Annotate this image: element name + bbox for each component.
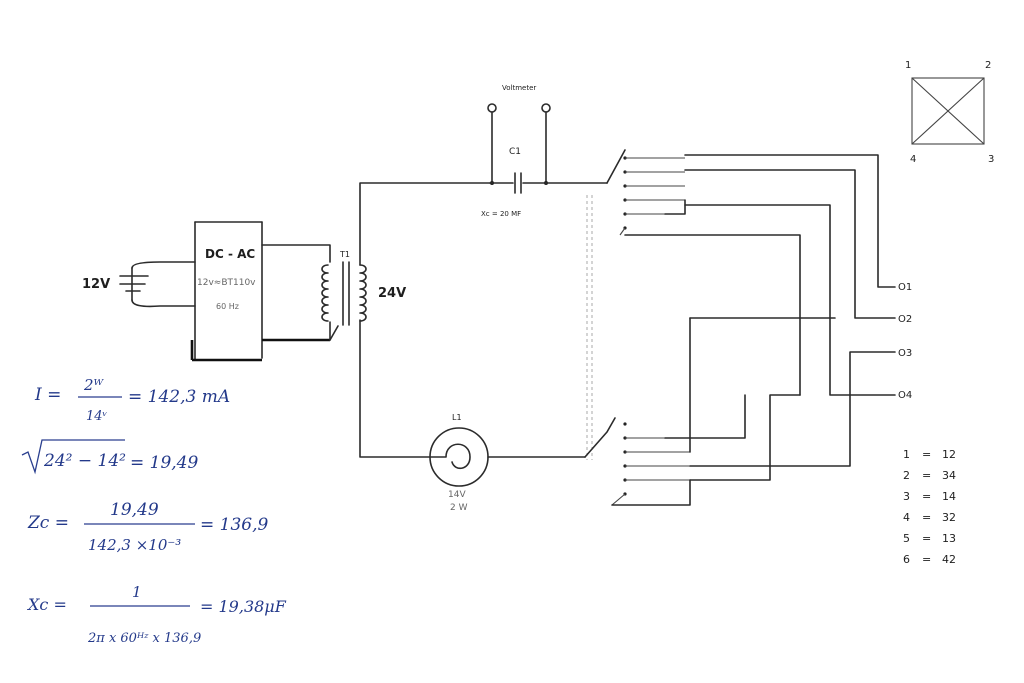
formula-current-den: 14ᵛ <box>86 409 108 424</box>
pair-value: 34 <box>942 469 956 482</box>
transformer-symbol <box>321 261 367 341</box>
pair-index: 3 <box>903 490 910 503</box>
output-terminals: O1 O2 O3 O4 <box>898 282 912 401</box>
pair-value: 32 <box>942 511 956 524</box>
calculations: I = 2ᵂ 14ᵛ = 142,3 mA 24² − 14² = 19,49 … <box>21 376 287 646</box>
pair-equals: = <box>922 490 931 503</box>
formula-sqrt-expr: 24² − 14² <box>43 451 126 471</box>
lamp-label: L1 <box>452 413 462 422</box>
battery-voltage-label: 12V <box>82 277 110 292</box>
secondary-voltage-label: 24V <box>378 286 406 301</box>
transformer-label: T1 <box>339 250 350 259</box>
pair-index: 5 <box>903 532 910 545</box>
pair-equals: = <box>922 511 931 524</box>
inverter-spec-frequency: 60 Hz <box>216 302 239 311</box>
pair-value: 14 <box>942 490 956 503</box>
pair-index: 4 <box>903 511 910 524</box>
formula-xc-rhs: = 19,38μF <box>200 597 287 616</box>
upper-rotary-switch <box>584 149 685 458</box>
formula-xc-lhs: Xc = <box>26 595 67 614</box>
inverter-spec-voltage: 12v≈BT110v <box>197 278 256 288</box>
voltmeter-probes <box>487 103 551 185</box>
voltmeter-label: Voltmeter <box>502 84 536 92</box>
output-o2: O2 <box>898 314 912 325</box>
connector-pin-4: 4 <box>910 154 916 165</box>
routing-wires <box>611 154 896 506</box>
connector-pin-3: 3 <box>988 154 994 165</box>
lower-rotary-switch <box>611 422 690 506</box>
pair-equals: = <box>922 469 931 482</box>
pair-index: 6 <box>903 553 910 566</box>
formula-sqrt-rhs: = 19,49 <box>130 453 198 473</box>
output-o4: O4 <box>898 390 912 401</box>
formula-zc-num: 19,49 <box>110 500 159 520</box>
capacitor-label: C1 <box>509 147 521 157</box>
formula-current-rhs: = 142,3 mA <box>128 387 230 407</box>
pair-equals: = <box>922 532 931 545</box>
formula-current-lhs: I = <box>34 385 61 405</box>
pair-index: 1 <box>903 448 910 461</box>
formula-zc-rhs: = 136,9 <box>200 515 268 535</box>
formula-xc-num: 1 <box>132 583 142 601</box>
lamp-symbol <box>429 427 586 487</box>
pair-value: 42 <box>942 553 956 566</box>
pair-value: 12 <box>942 448 956 461</box>
capacitor-symbol <box>489 172 608 194</box>
formula-zc-den: 142,3 ×10⁻³ <box>88 536 181 554</box>
connector-pin-1: 1 <box>905 60 911 71</box>
pair-equals: = <box>922 553 931 566</box>
output-o1: O1 <box>898 282 912 293</box>
pair-value: 13 <box>942 532 956 545</box>
pair-equals: = <box>922 448 931 461</box>
connector-pin-diagram <box>911 77 985 145</box>
formula-zc-lhs: Zc = <box>27 513 69 533</box>
inverter-title: DC - AC <box>205 247 255 261</box>
connector-pin-2: 2 <box>985 60 991 71</box>
pair-index: 2 <box>903 469 910 482</box>
inverter-box <box>190 221 330 362</box>
capacitor-value: Xc = 20 MF <box>481 210 521 218</box>
formula-xc-den: 2π x 60ᴴᶻ x 136,9 <box>87 631 201 646</box>
formula-current-num: 2ᵂ <box>83 376 105 394</box>
lamp-voltage: 14V <box>448 490 466 500</box>
output-o3: O3 <box>898 348 912 359</box>
pair-list: 1 = 12 2 = 34 3 = 14 4 = 32 5 = 13 6 = 42 <box>903 448 956 566</box>
battery-symbol <box>119 261 196 308</box>
lamp-power: 2 W <box>450 503 468 513</box>
